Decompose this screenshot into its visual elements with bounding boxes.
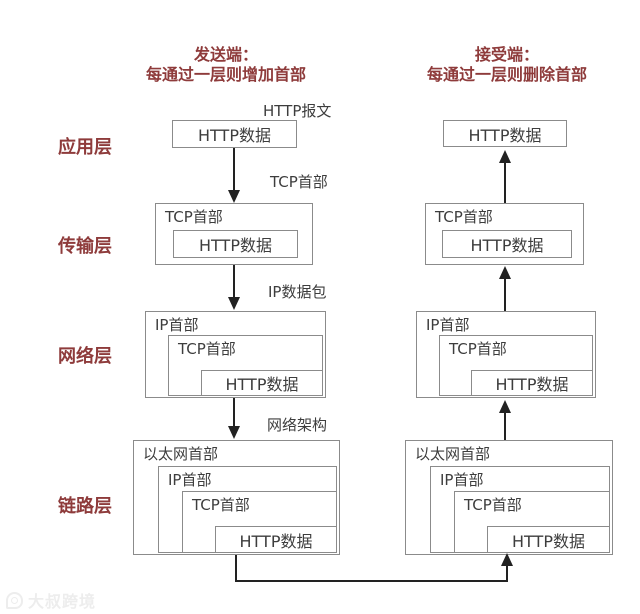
flow-label-http-message: HTTP报文 [263,102,332,120]
sender-title-line1: 发送端： [193,45,258,64]
arrow-sender-network-to-link-head [228,426,240,439]
arrow-sender-app-to-transport-line [233,148,235,191]
watermark-text: 大叔跨境 [28,592,97,611]
arrow-receiver-link-to-network-head [499,400,511,413]
arrow-sender-transport-to-network-line [233,265,235,298]
receiver-network-tcp-label: TCP首部 [449,340,507,358]
connector-horizontal-line [235,580,508,582]
receiver-link-http-data-box: HTTP数据 [487,526,610,553]
sender-transport-http-data-box: HTTP数据 [173,230,298,258]
receiver-transport-http-data-box: HTTP数据 [442,230,572,258]
receiver-app-http-data-box: HTTP数据 [443,120,567,147]
layer-label-link: 链路层 [58,496,112,517]
arrow-receiver-transport-to-app-head [499,150,511,163]
watermark-logo-icon [6,591,23,609]
arrow-receiver-network-to-transport-head [499,266,511,279]
arrow-receiver-link-to-network-line [504,413,506,440]
layer-label-network: 网络层 [58,346,112,367]
arrow-sender-app-to-transport-head [228,190,240,203]
receiver-link-ethernet-label: 以太网首部 [415,445,491,463]
sender-link-ip-label: IP首部 [168,471,212,489]
flow-label-network-frame: 网络架构 [267,416,328,434]
sender-network-tcp-label: TCP首部 [178,340,236,358]
connector-sender-down-line [235,555,237,582]
receiver-link-ip-label: IP首部 [440,471,484,489]
receiver-title-line2: 每通过一层则删除首部 [426,65,587,84]
connector-receiver-up-line [506,566,508,582]
receiver-link-tcp-label: TCP首部 [464,496,522,514]
receiver-transport-tcp-label: TCP首部 [435,208,493,226]
flow-label-ip-packet: IP数据包 [268,283,327,301]
sender-link-tcp-label: TCP首部 [192,496,250,514]
arrow-receiver-network-to-transport-line [504,279,506,311]
watermark: 大叔跨境 [6,588,96,612]
arrow-sender-transport-to-network-head [228,297,240,310]
sender-title: 发送端： 每通过一层则增加首部 [139,45,313,85]
sender-transport-tcp-label: TCP首部 [165,208,223,226]
receiver-title: 接受端： 每通过一层则删除首部 [420,45,594,85]
connector-receiver-up-head [501,553,513,566]
sender-link-ethernet-label: 以太网首部 [143,445,219,463]
layer-label-transport: 传输层 [58,236,112,257]
arrow-receiver-transport-to-app-line [504,163,506,203]
sender-network-http-data-box: HTTP数据 [201,370,323,396]
receiver-title-line1: 接受端： [474,45,539,64]
arrow-sender-network-to-link-line [233,398,235,427]
sender-title-line2: 每通过一层则增加首部 [145,65,306,84]
flow-label-tcp-header: TCP首部 [270,173,328,191]
sender-network-ip-label: IP首部 [155,316,199,334]
receiver-network-http-data-box: HTTP数据 [471,370,593,396]
layer-label-application: 应用层 [58,137,112,158]
sender-app-http-data-box: HTTP数据 [172,120,297,148]
sender-link-http-data-box: HTTP数据 [215,526,337,553]
receiver-network-ip-label: IP首部 [426,316,470,334]
